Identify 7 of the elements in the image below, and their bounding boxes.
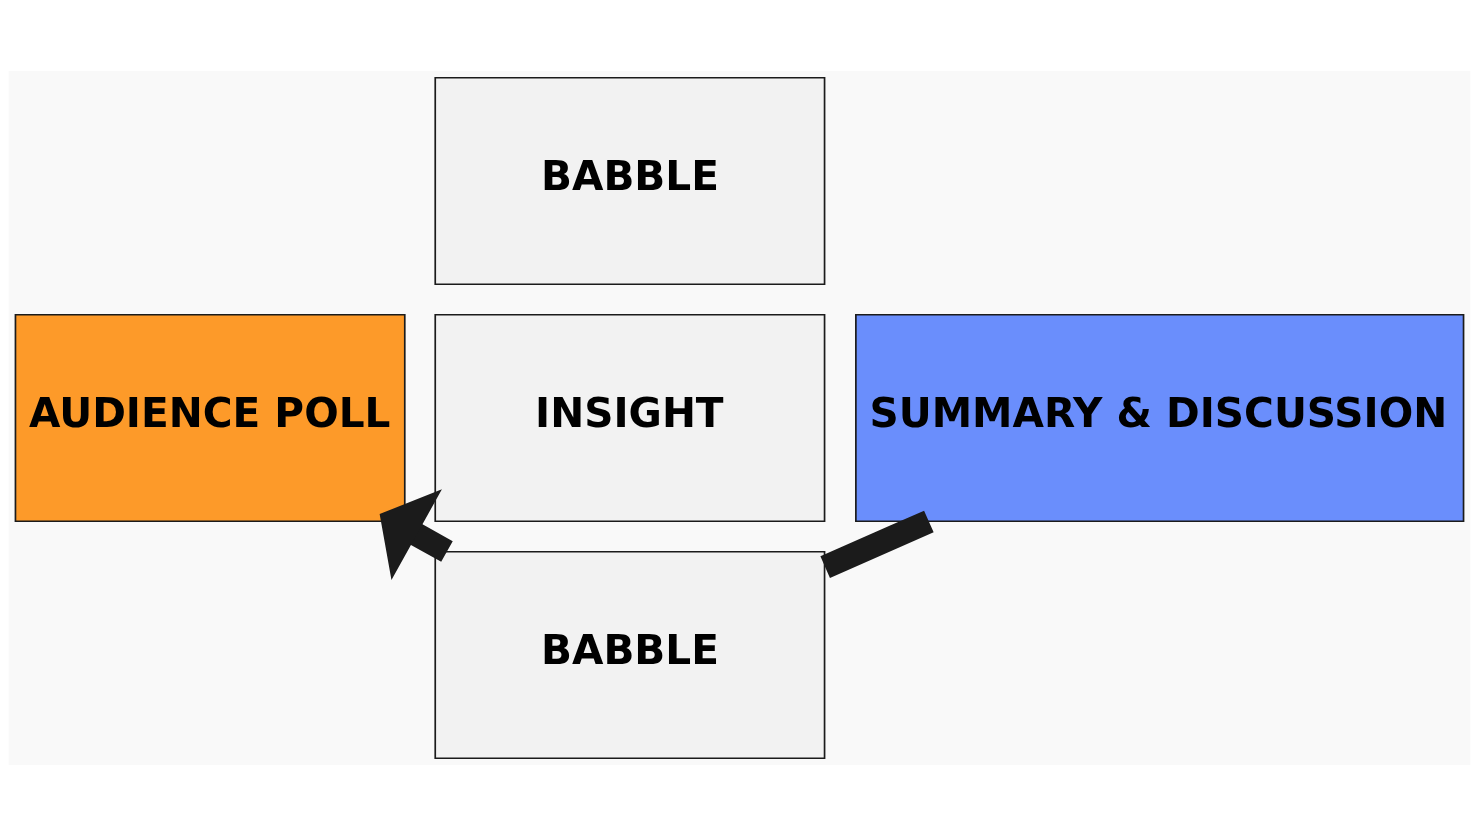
node-box: SUMMARY & DISCUSSION [855,313,1465,522]
node-box: BABBLE [434,550,826,759]
node-box: AUDIENCE POLL [14,313,406,522]
node-box: BABBLE [434,76,826,285]
connector [820,510,934,578]
arrow [379,488,453,580]
node-box: INSIGHT [434,313,826,522]
